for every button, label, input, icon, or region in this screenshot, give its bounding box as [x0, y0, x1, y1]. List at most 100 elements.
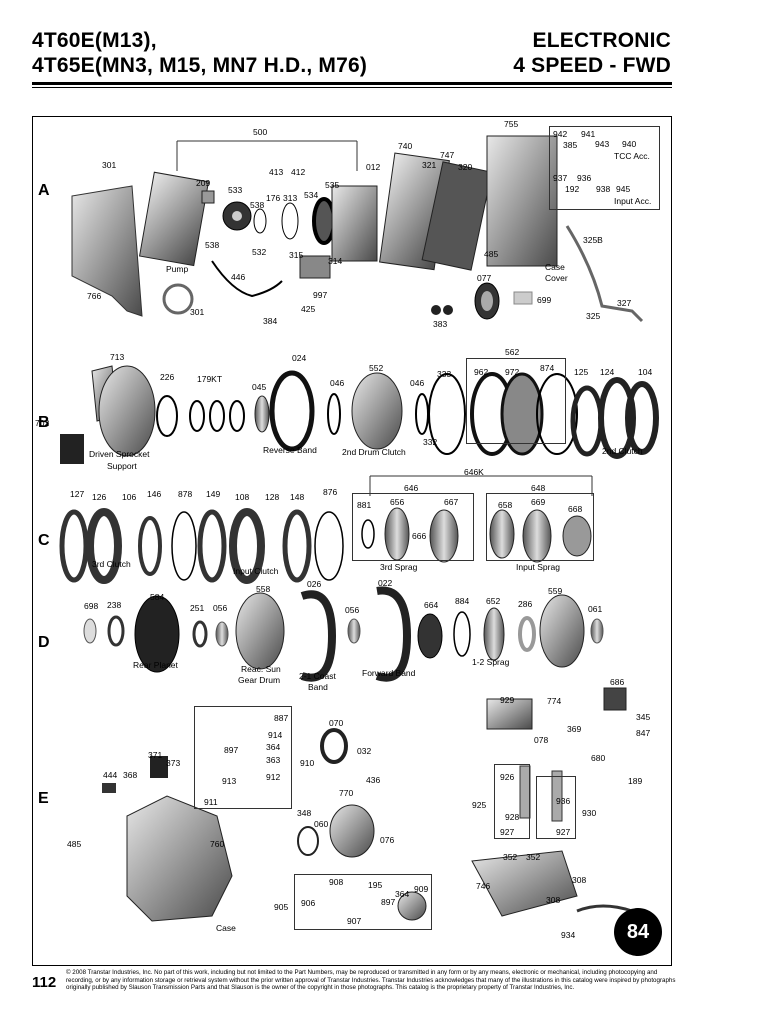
callout: 972	[505, 367, 520, 377]
callout: 3rd Clutch	[92, 559, 131, 569]
callout: 909	[414, 884, 429, 894]
callout: 666	[412, 531, 427, 541]
row-c-parts	[59, 507, 592, 584]
callout: 740	[398, 141, 413, 151]
valve-body	[138, 171, 210, 267]
callout: 500	[253, 127, 268, 137]
callout: 713	[110, 352, 125, 362]
callout: 940	[622, 139, 637, 149]
callout: 911	[204, 797, 218, 807]
callout: 562	[505, 347, 520, 357]
callout: 146	[147, 489, 162, 499]
callout: 760	[210, 839, 225, 849]
callout: Reverse Band	[263, 445, 317, 455]
callout: 934	[561, 930, 576, 940]
callout: 648	[531, 483, 546, 493]
callout: 699	[537, 295, 552, 305]
callout: 373	[166, 758, 181, 768]
callout: 927	[500, 827, 515, 837]
servo-910-box	[194, 706, 292, 809]
callout: 383	[433, 319, 448, 329]
callout: 584	[150, 592, 165, 602]
callout: 874	[540, 363, 555, 373]
callout: 301	[190, 307, 205, 317]
callout: 046	[410, 378, 425, 388]
callout: 1-2 Sprag	[472, 657, 510, 667]
callout: 945	[616, 184, 631, 194]
callout: 938	[596, 184, 611, 194]
callout: 363	[266, 755, 281, 765]
callout: 928	[505, 812, 520, 822]
callout: 368	[123, 770, 138, 780]
callout: 308	[546, 895, 561, 905]
callout: 876	[323, 487, 338, 497]
row-d-parts	[83, 586, 604, 682]
callout: 321	[422, 160, 437, 170]
row-e-parts	[102, 687, 633, 922]
callout: 914	[268, 730, 283, 740]
callout: 189	[628, 776, 643, 786]
callout: 897	[224, 745, 239, 755]
callout: 667	[444, 497, 459, 507]
exploded-parts-illustration	[59, 135, 659, 922]
callout: 385	[563, 140, 578, 150]
callout: 941	[581, 129, 596, 139]
3rd-sprag-box	[352, 493, 474, 561]
callout: 936	[556, 796, 571, 806]
callout: 251	[190, 603, 205, 613]
callout: 301	[102, 160, 117, 170]
callout: 552	[369, 363, 384, 373]
callout: Support	[107, 461, 137, 471]
header-left-line1: 4T60E(M13),	[32, 29, 157, 52]
callout: Cover	[545, 273, 568, 283]
callout: 907	[347, 916, 362, 926]
callout: 045	[252, 382, 267, 392]
callout: 3rd Sprag	[380, 562, 418, 572]
valve-925-box	[494, 764, 530, 839]
callout: 912	[266, 772, 281, 782]
callout: Driven Sprocket	[89, 449, 150, 459]
callout: 308	[572, 875, 587, 885]
input-sprag-box	[486, 493, 594, 561]
section-d-label: D	[38, 634, 50, 651]
callout: 897	[381, 897, 396, 907]
callout: 314	[328, 256, 343, 266]
callout: 927	[556, 827, 571, 837]
callout: 658	[498, 500, 513, 510]
callout: 686	[610, 677, 625, 687]
callout: 533	[228, 185, 243, 195]
callout: Rear Planet	[133, 660, 178, 670]
callout: 887	[274, 713, 289, 723]
callout: 652	[486, 596, 501, 606]
callout: Input Acc.	[614, 196, 652, 206]
callout: 913	[222, 776, 237, 786]
callout: 315	[289, 250, 304, 260]
header-right-line2: 4 SPEED - FWD	[513, 54, 671, 77]
callout: Band	[308, 682, 328, 692]
callout: 384	[263, 316, 278, 326]
callout: 413	[269, 167, 284, 177]
callout: 195	[368, 880, 383, 890]
callout: Case	[216, 923, 236, 933]
header-left-line2: 4T65E(MN3, M15, MN7 H.D., M76)	[32, 54, 368, 77]
page-badge: 84	[614, 908, 662, 956]
callout: 024	[292, 353, 307, 363]
callout: 558	[256, 584, 271, 594]
callout: 485	[67, 839, 82, 849]
callout: 942	[553, 129, 568, 139]
callout: 124	[600, 367, 615, 377]
callout: 532	[252, 247, 267, 257]
callout: 881	[357, 500, 372, 510]
callout: 070	[329, 718, 344, 728]
callout: 2nd Drum Clutch	[342, 447, 406, 457]
callout: 148	[290, 492, 305, 502]
callout: 128	[265, 492, 280, 502]
callout: 022	[378, 578, 393, 588]
callout: 012	[366, 162, 381, 172]
callout: 364	[266, 742, 281, 752]
callout: 332	[423, 437, 438, 447]
callout: 746	[476, 881, 491, 891]
callout: 176	[266, 193, 281, 203]
callout: 056	[345, 605, 360, 615]
callout: 755	[504, 119, 519, 129]
